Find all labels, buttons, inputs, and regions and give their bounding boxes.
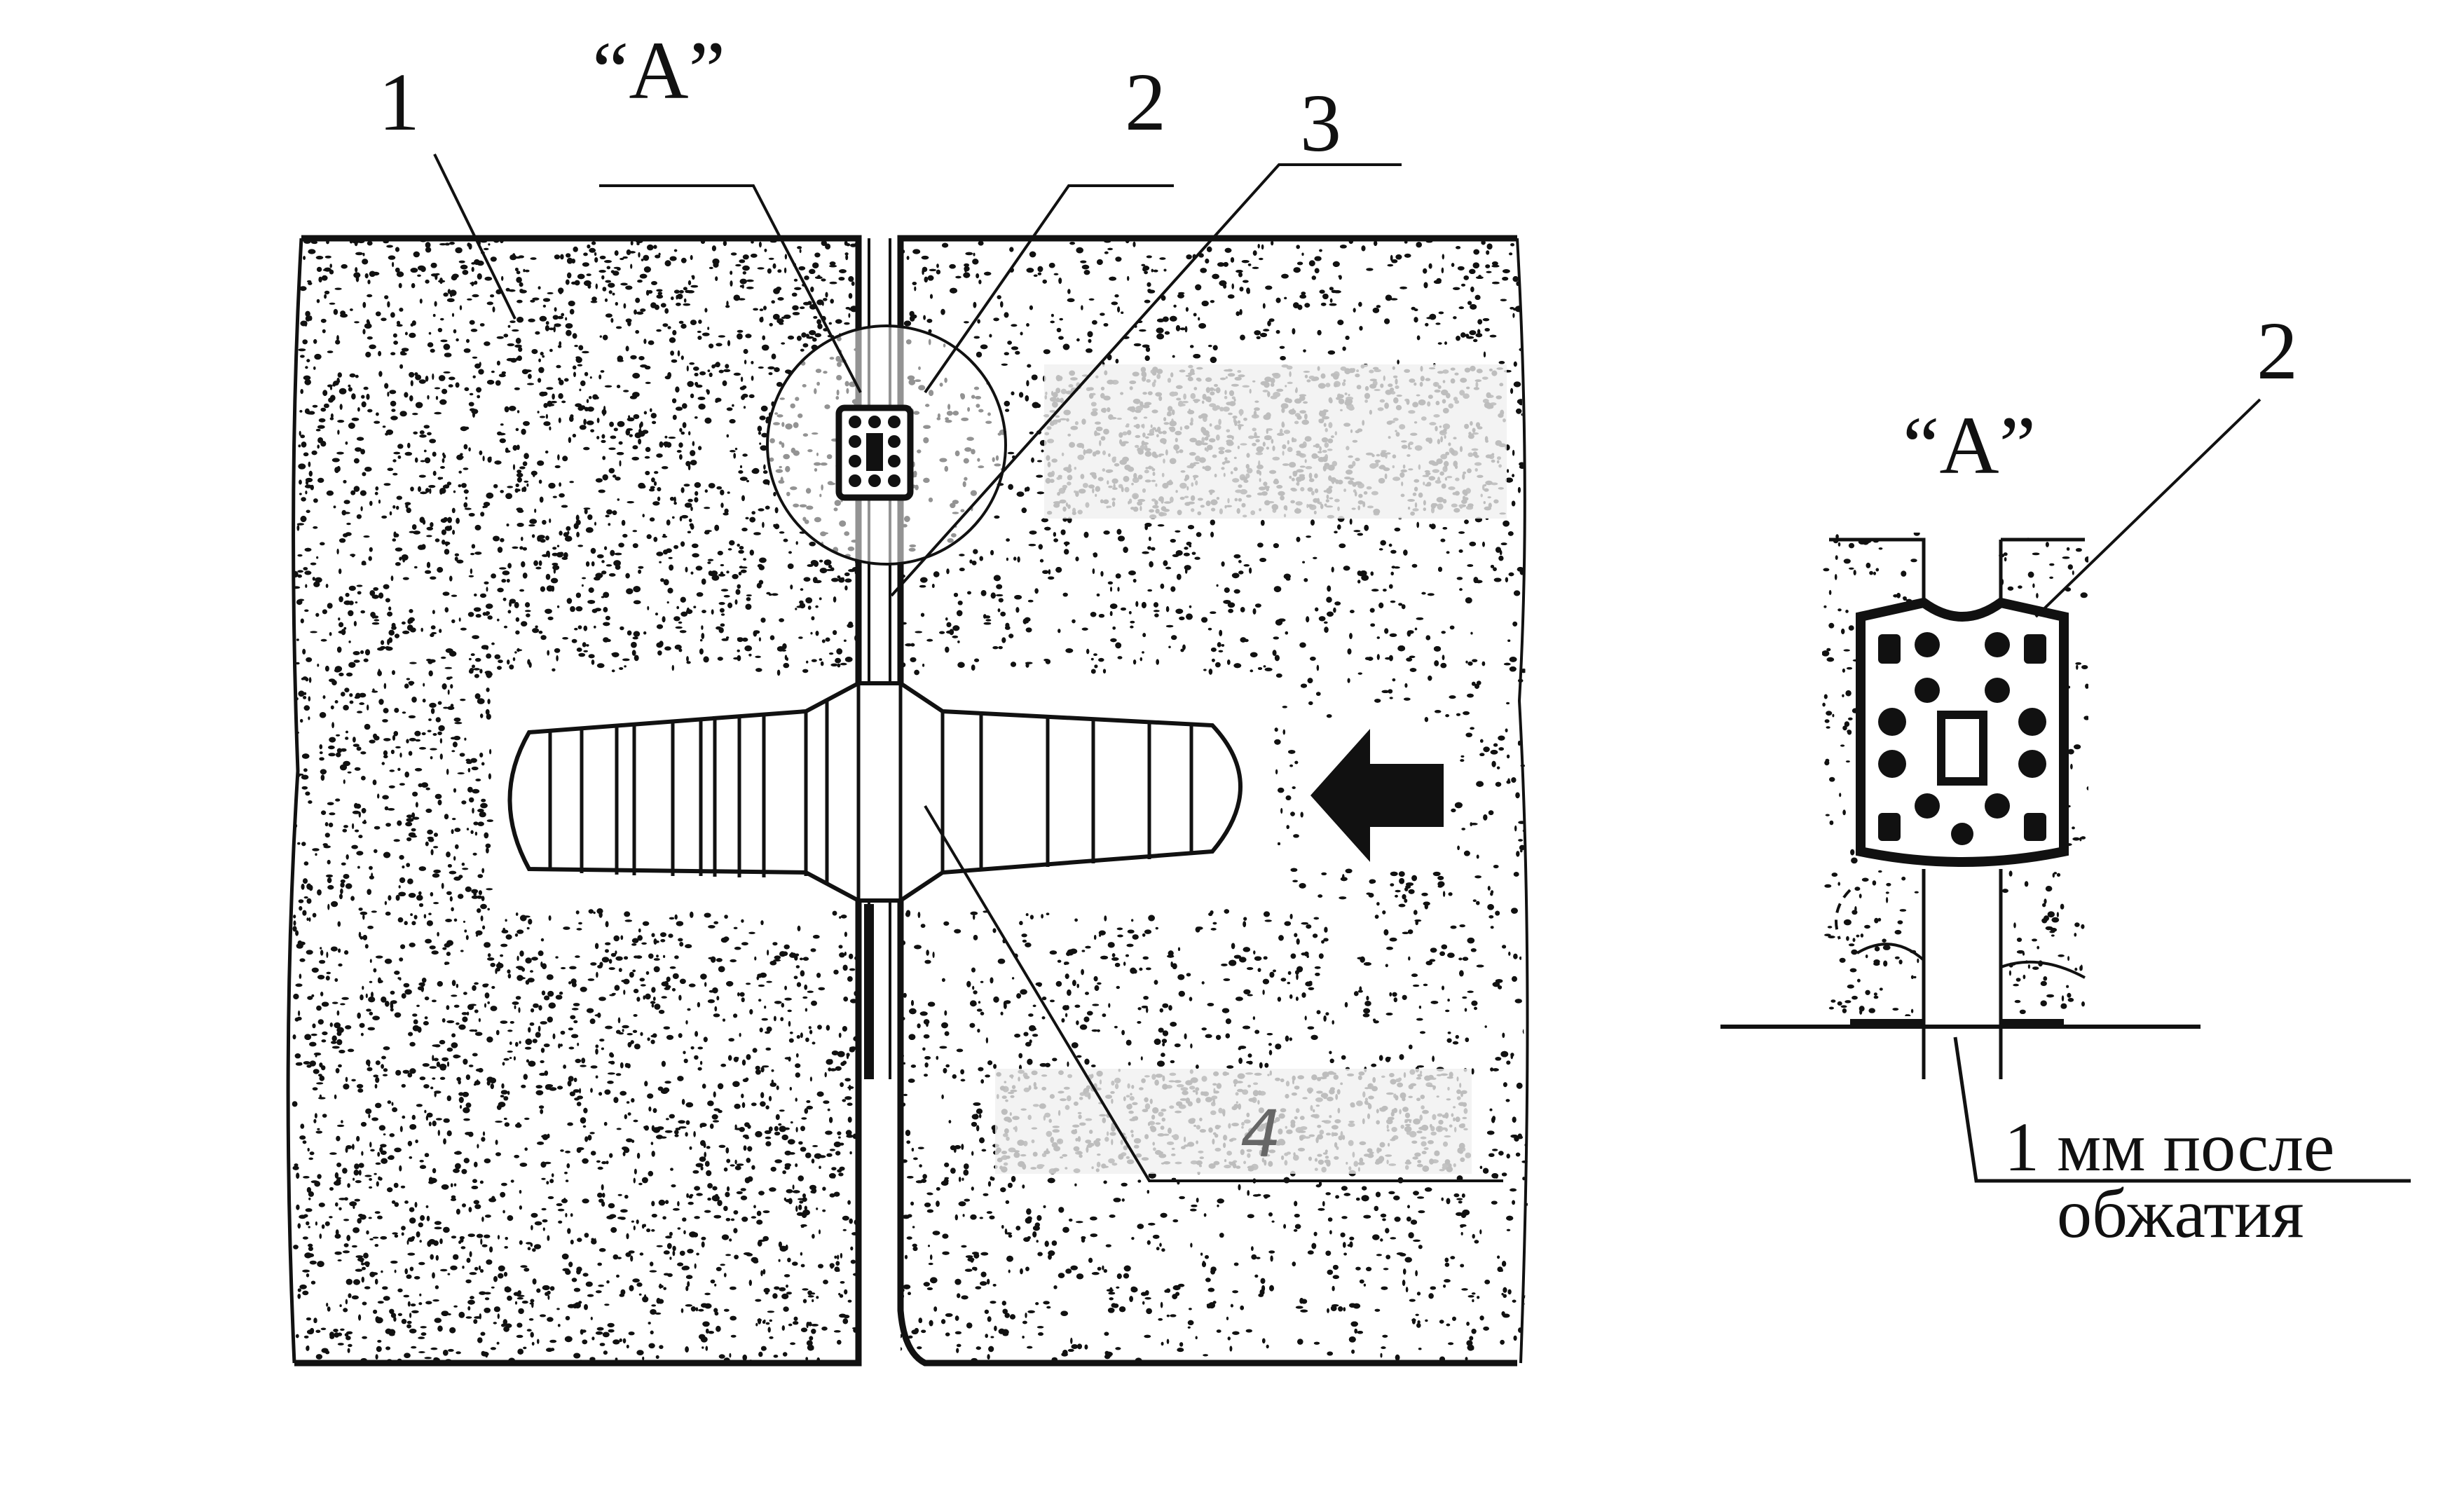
dowel-element xyxy=(510,683,1241,901)
left-panel-edge xyxy=(288,238,301,1363)
right-panel-edge xyxy=(1517,238,1528,1363)
label-detail-a-main: “A” xyxy=(592,25,725,116)
arrow-left-icon xyxy=(1310,729,1444,862)
leader-2-detail xyxy=(2036,399,2260,617)
seal-element-small xyxy=(839,408,910,498)
label-part-3: 3 xyxy=(1300,77,1341,169)
label-part-2-main: 2 xyxy=(1125,56,1166,148)
leader-lines xyxy=(434,154,1503,1181)
label-detail-a-view: “A” xyxy=(1903,399,2036,491)
annotation-line-2: обжатия xyxy=(2057,1175,2304,1252)
label-part-2-detail: 2 xyxy=(2257,305,2298,397)
detail-view-a xyxy=(1720,399,2411,1181)
label-part-1: 1 xyxy=(378,56,420,148)
label-part-4: 4 xyxy=(1240,1097,1282,1172)
